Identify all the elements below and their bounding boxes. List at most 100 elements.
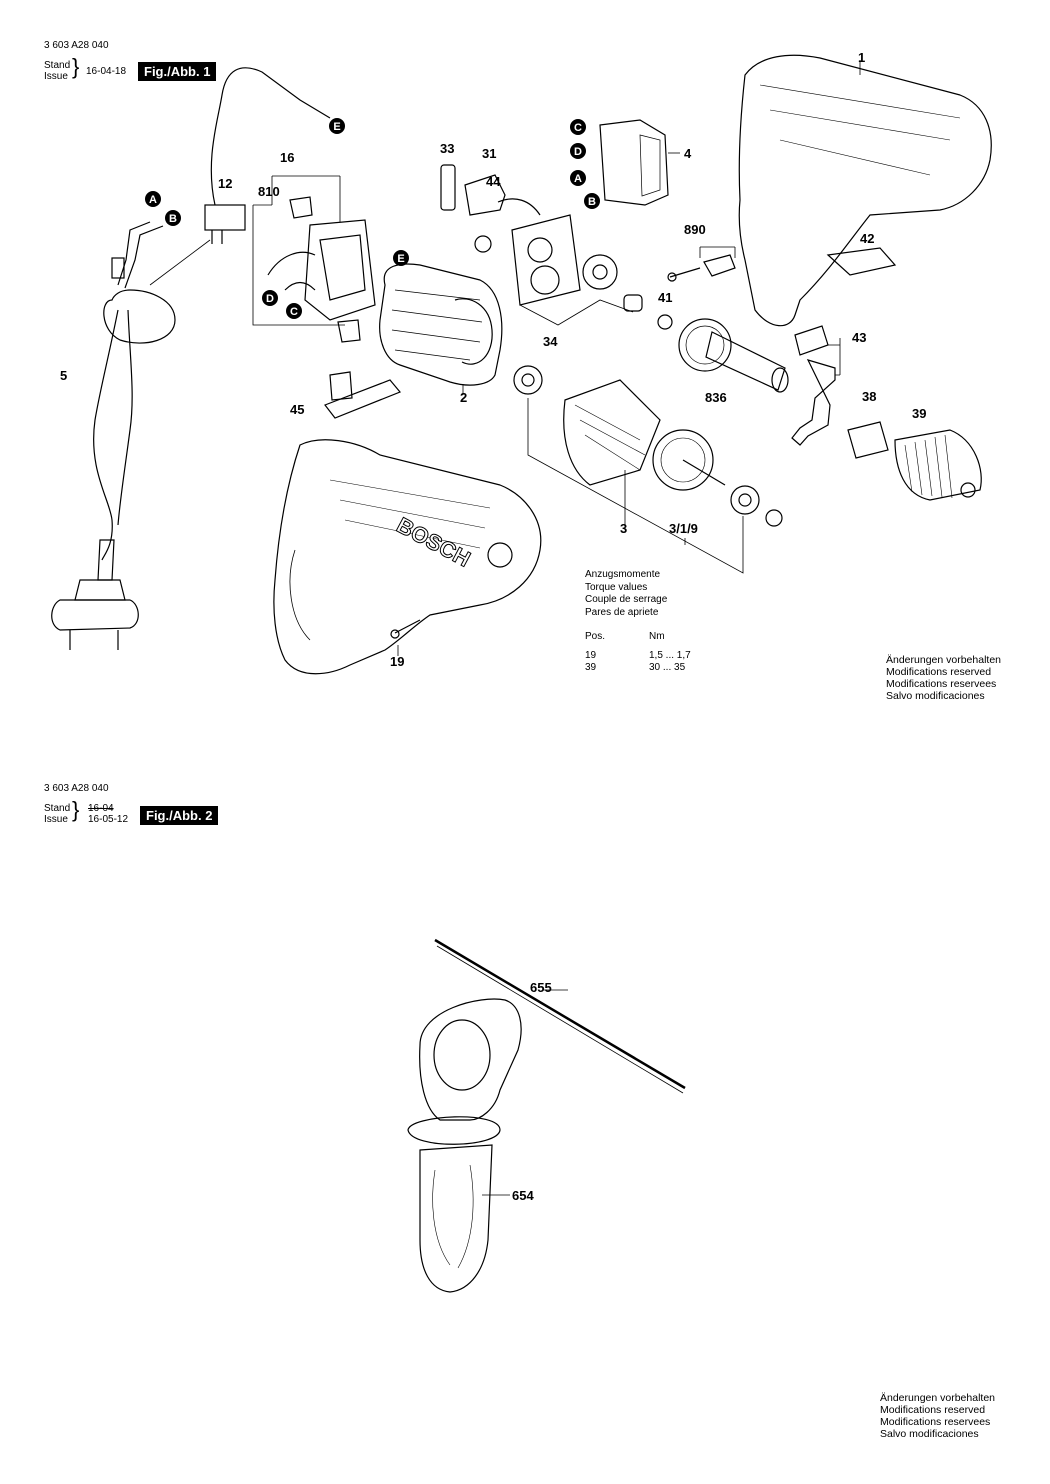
connector-e: E: [393, 250, 409, 266]
connector-b: B: [584, 193, 600, 209]
part-label-34: 34: [543, 334, 558, 349]
fig-label-2: Fig./Abb. 2: [140, 806, 219, 825]
part-label-3: 3: [620, 521, 627, 536]
torque-nm: 30 ... 35: [649, 662, 686, 673]
suppressor-wire: [210, 67, 331, 206]
note-line: Modifications reservees: [880, 1416, 991, 1428]
needle-bearing-34: [582, 254, 618, 290]
housing-ribs: [759, 84, 961, 176]
issue-date-2: 16-05-12: [88, 814, 129, 825]
connector-e: E: [329, 118, 345, 134]
issue-label-2: Issue: [44, 814, 68, 825]
svg-text:C: C: [574, 122, 582, 134]
aux-handle-flange: [407, 1116, 501, 1145]
connector-d: D: [570, 143, 586, 159]
note-line: Modifications reserved: [880, 1404, 986, 1416]
bracket-890: [699, 246, 736, 258]
brace-1: }: [72, 54, 80, 79]
svg-text:Z: Z: [480, 239, 487, 251]
doc-number-1: 3 603 A28 040: [44, 40, 109, 51]
stand-label-2: Stand: [44, 803, 71, 814]
stator-field-2: [379, 263, 503, 386]
bushing-34: [623, 294, 643, 312]
torque-pos: 39: [585, 662, 597, 673]
screw-19: [394, 619, 421, 634]
svg-text:Z: Z: [771, 513, 778, 525]
part-label-2: 2: [460, 390, 467, 405]
note-line: Modifications reserved: [886, 666, 992, 678]
bracket-43: [828, 338, 841, 376]
stand-date-old-2: 16-04: [88, 803, 114, 814]
torque-title-es: Pares de apriete: [585, 606, 659, 618]
svg-text:D: D: [574, 146, 582, 158]
carbon-brush-bottom: [337, 319, 361, 343]
svg-text:D: D: [266, 293, 274, 305]
torque-col-nm: Nm: [649, 631, 665, 642]
power-plug: [51, 599, 139, 631]
screw-19-head: [390, 629, 400, 639]
housing-half-right: [738, 54, 992, 327]
gear-plate: [511, 214, 581, 306]
torque-nm: 1,5 ... 1,7: [649, 649, 691, 661]
ball-bearing-rear: [730, 485, 760, 515]
issue-date-1: 16-04-18: [86, 66, 127, 77]
connector-z: Z: [474, 235, 492, 253]
svg-text:A: A: [149, 194, 157, 206]
suppressor-leads: [211, 230, 223, 244]
svg-text:B: B: [169, 213, 177, 225]
cord-grommet: [97, 539, 115, 581]
part-label-3-1-9: 3/1/9: [669, 521, 698, 536]
fig-label-1: Fig./Abb. 1: [138, 62, 217, 81]
torque-table: Anzugsmomente Torque values Couple de se…: [585, 569, 691, 675]
ball-bearing-front-bore: [521, 373, 535, 387]
gear-836: [678, 318, 732, 372]
armature-windings: [574, 404, 646, 471]
note-line: Änderungen vorbehalten: [880, 1392, 996, 1404]
housing-grip: [289, 549, 311, 641]
torque-title-de: Anzugsmomente: [585, 569, 661, 580]
stand-label-1: Stand: [44, 60, 71, 71]
issue-label-1: Issue: [44, 71, 68, 82]
carbon-brush-top: [289, 196, 313, 219]
part-label-810: 810: [258, 184, 280, 199]
torque-pos: 19: [585, 649, 597, 661]
stator-laminations: [391, 289, 483, 361]
cord-lead-b: [124, 225, 164, 289]
connector-a: A: [145, 191, 161, 207]
bracket-34: [519, 299, 634, 326]
svg-text:E: E: [397, 253, 404, 265]
leader-3: [624, 470, 686, 545]
keyless-chuck-39: [894, 429, 982, 501]
suppressor-capacitor: [204, 204, 246, 231]
aux-handle-bore: [433, 1019, 491, 1091]
note-line: Modifications reservees: [886, 678, 997, 690]
spindle-end: [771, 367, 789, 393]
cord-strain-relief: [103, 289, 176, 344]
housing-half-left: [273, 439, 542, 675]
torque-title-fr: Couple de serrage: [585, 594, 668, 605]
aux-handle-grip-654: [419, 1144, 493, 1293]
modifications-note-1: Änderungen vorbehalten Modifications res…: [886, 654, 1001, 702]
part-label-31: 31: [482, 146, 496, 161]
needle-bearing-34-bore: [592, 264, 608, 280]
screw-890-head: [667, 272, 677, 282]
plug-body: [74, 579, 126, 601]
part-label-33: 33: [440, 141, 454, 156]
modifications-note-2: Änderungen vorbehalten Modifications res…: [880, 1392, 995, 1440]
part-label-45: 45: [290, 402, 304, 417]
torque-col-pos: Pos.: [585, 631, 606, 642]
part-label-19: 19: [390, 654, 404, 669]
armature-shaft: [682, 459, 726, 486]
torque-title-en: Torque values: [585, 581, 648, 593]
brush-spring-bottom: [284, 281, 316, 291]
svg-text:E: E: [333, 121, 340, 133]
note-line: Salvo modificaciones: [880, 1428, 979, 1440]
armature-fan-blades: [660, 437, 706, 483]
connector-c: C: [286, 303, 302, 319]
ball-bearing-front: [513, 365, 543, 395]
torque-header-row: Pos. Nm: [585, 631, 691, 644]
power-cord-inner: [117, 309, 133, 526]
part-label-42: 42: [860, 231, 874, 246]
connector-b: B: [165, 210, 181, 226]
